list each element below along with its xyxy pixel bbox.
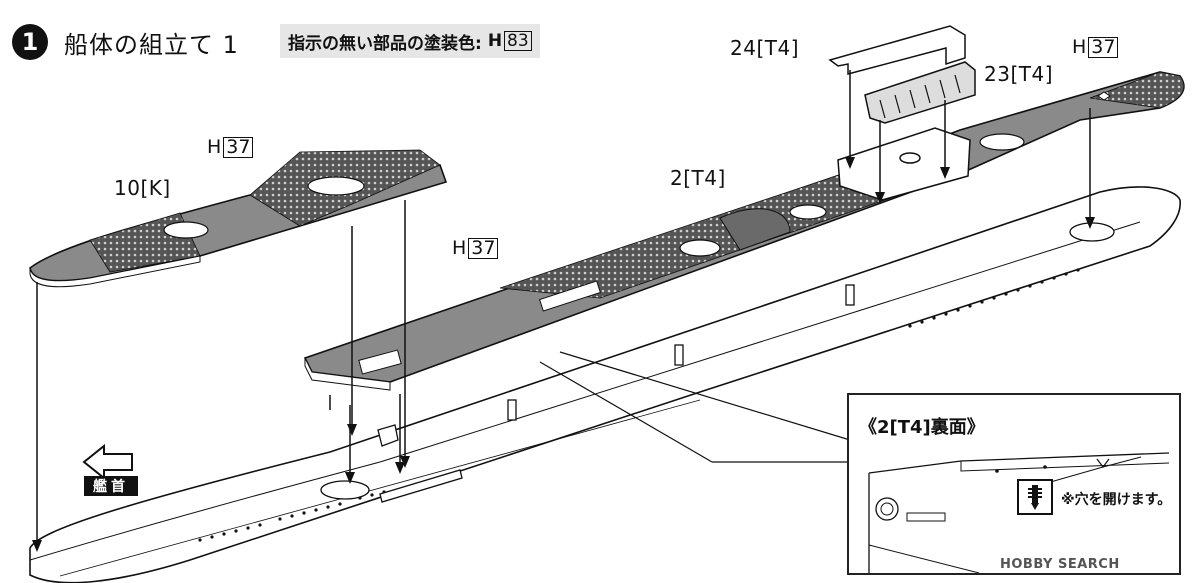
underside-inset: 《2[T4]裏面》 ※穴を開けます。 <box>847 393 1181 575</box>
step-title: 船体の組立て 1 <box>64 30 239 59</box>
arrow-heads <box>32 157 1095 552</box>
part-code-mid-deck: 2[T4] <box>670 166 726 190</box>
paint-note-prefix: H <box>487 31 503 51</box>
step-number: 1 <box>12 24 48 60</box>
inset-drawing <box>868 452 1170 573</box>
hull-fittings <box>320 222 1115 503</box>
hull <box>29 186 1181 583</box>
bow-direction-icon <box>82 443 133 481</box>
paint-note-code: 83 <box>504 31 532 51</box>
paint-code: 37 <box>468 238 499 259</box>
inset-leader <box>539 351 851 463</box>
part-code-aft-deck: 23[T4] <box>984 62 1053 86</box>
step-header: 1 船体の組立て 1 <box>12 24 239 60</box>
mid-deck-part <box>303 167 956 391</box>
drill-note: ※穴を開けます。 <box>1061 492 1172 508</box>
paint-note: 指示の無い部品の塗装色: H 83 <box>280 24 540 58</box>
aft-structure-parts <box>828 25 976 201</box>
paint-prefix: H <box>207 136 222 158</box>
bow-label: 艦首 <box>84 476 138 496</box>
assembly-arrows <box>36 70 1091 548</box>
paint-prefix: H <box>452 237 467 259</box>
drill-hole-icon <box>1017 479 1053 515</box>
paint-prefix: H <box>1072 36 1087 58</box>
paint-code: 37 <box>1088 37 1119 58</box>
part-code-forward-deck: 10[K] <box>114 176 171 200</box>
forward-deck-part <box>29 149 448 288</box>
watermark: HOBBY SEARCH <box>1000 557 1120 572</box>
paint-note-text: 指示の無い部品の塗装色: <box>288 33 482 54</box>
part-code-aft-structure: 24[T4] <box>730 36 799 60</box>
paint-code: 37 <box>223 137 254 158</box>
inset-title: 《2[T4]裏面》 <box>859 417 985 438</box>
